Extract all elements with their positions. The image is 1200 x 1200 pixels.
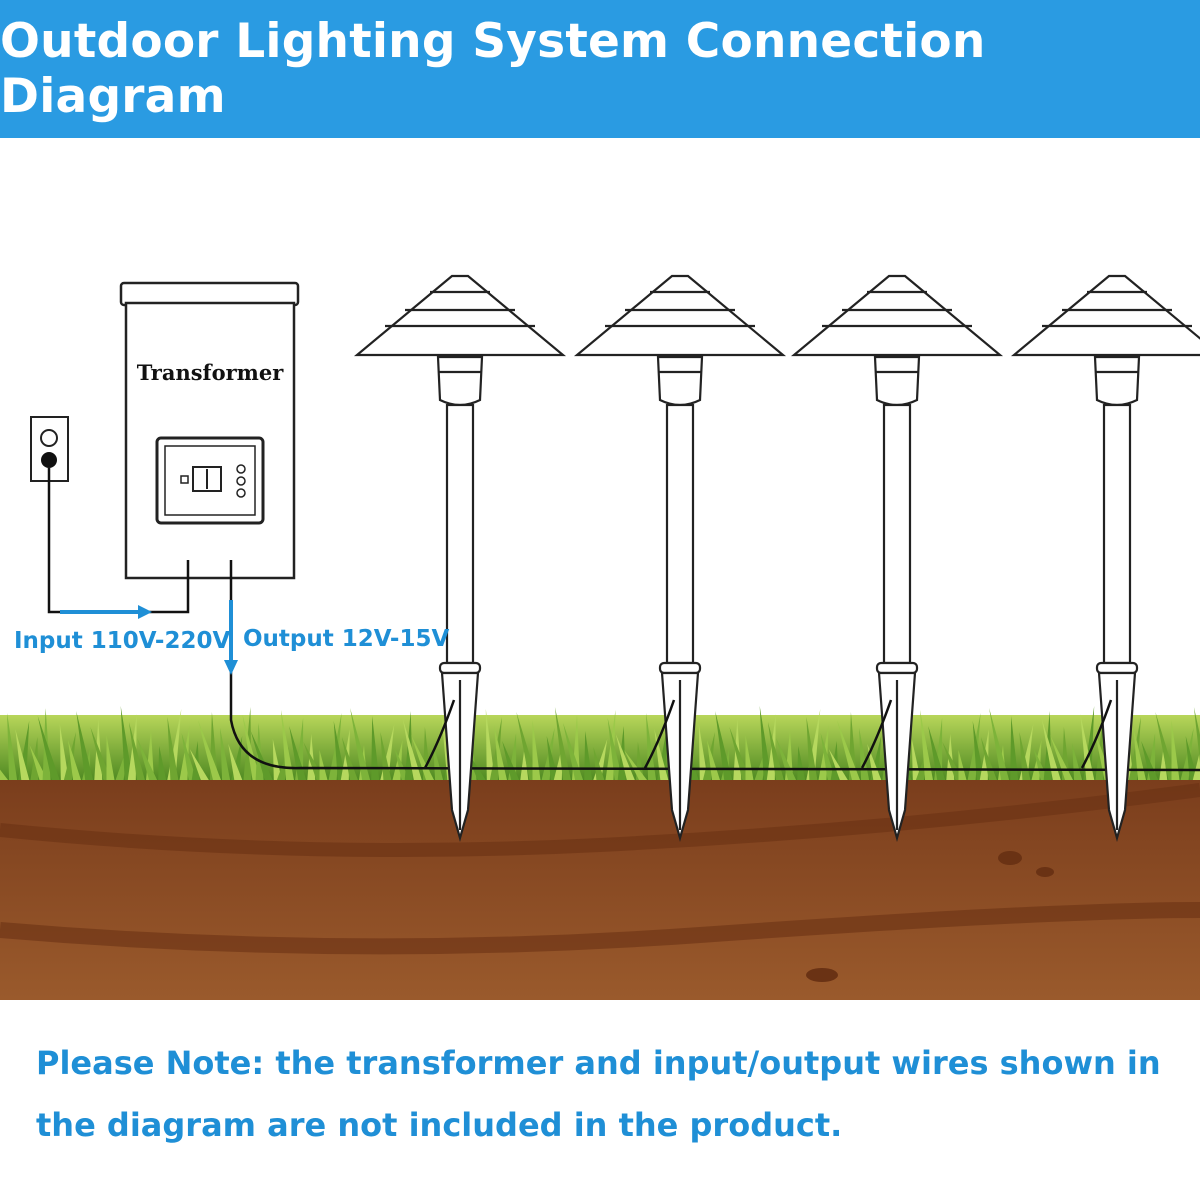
pathway-light-icon [573,274,787,843]
output-voltage-label: Output 12V-15V [243,626,450,652]
diagram-scene [0,274,1200,1000]
disclaimer-note: Please Note: the transformer and input/o… [36,1044,1161,1144]
pathway-light-icon [790,274,1004,843]
input-wire [47,468,190,619]
pathway-light-icon [353,274,567,843]
soil-ground [0,775,1200,1000]
transformer-box [119,281,300,580]
output-wire [224,560,1200,772]
pathway-light-icon [1010,274,1200,843]
pathway-lights [353,274,1200,843]
page-title: Outdoor Lighting System Connection Diagr… [0,14,986,124]
transformer-label: Transformer [136,360,284,385]
input-voltage-label: Input 110V-220V [14,628,231,654]
timer-display-icon [155,436,265,525]
header-banner: Outdoor Lighting System Connection Diagr… [0,0,1200,138]
